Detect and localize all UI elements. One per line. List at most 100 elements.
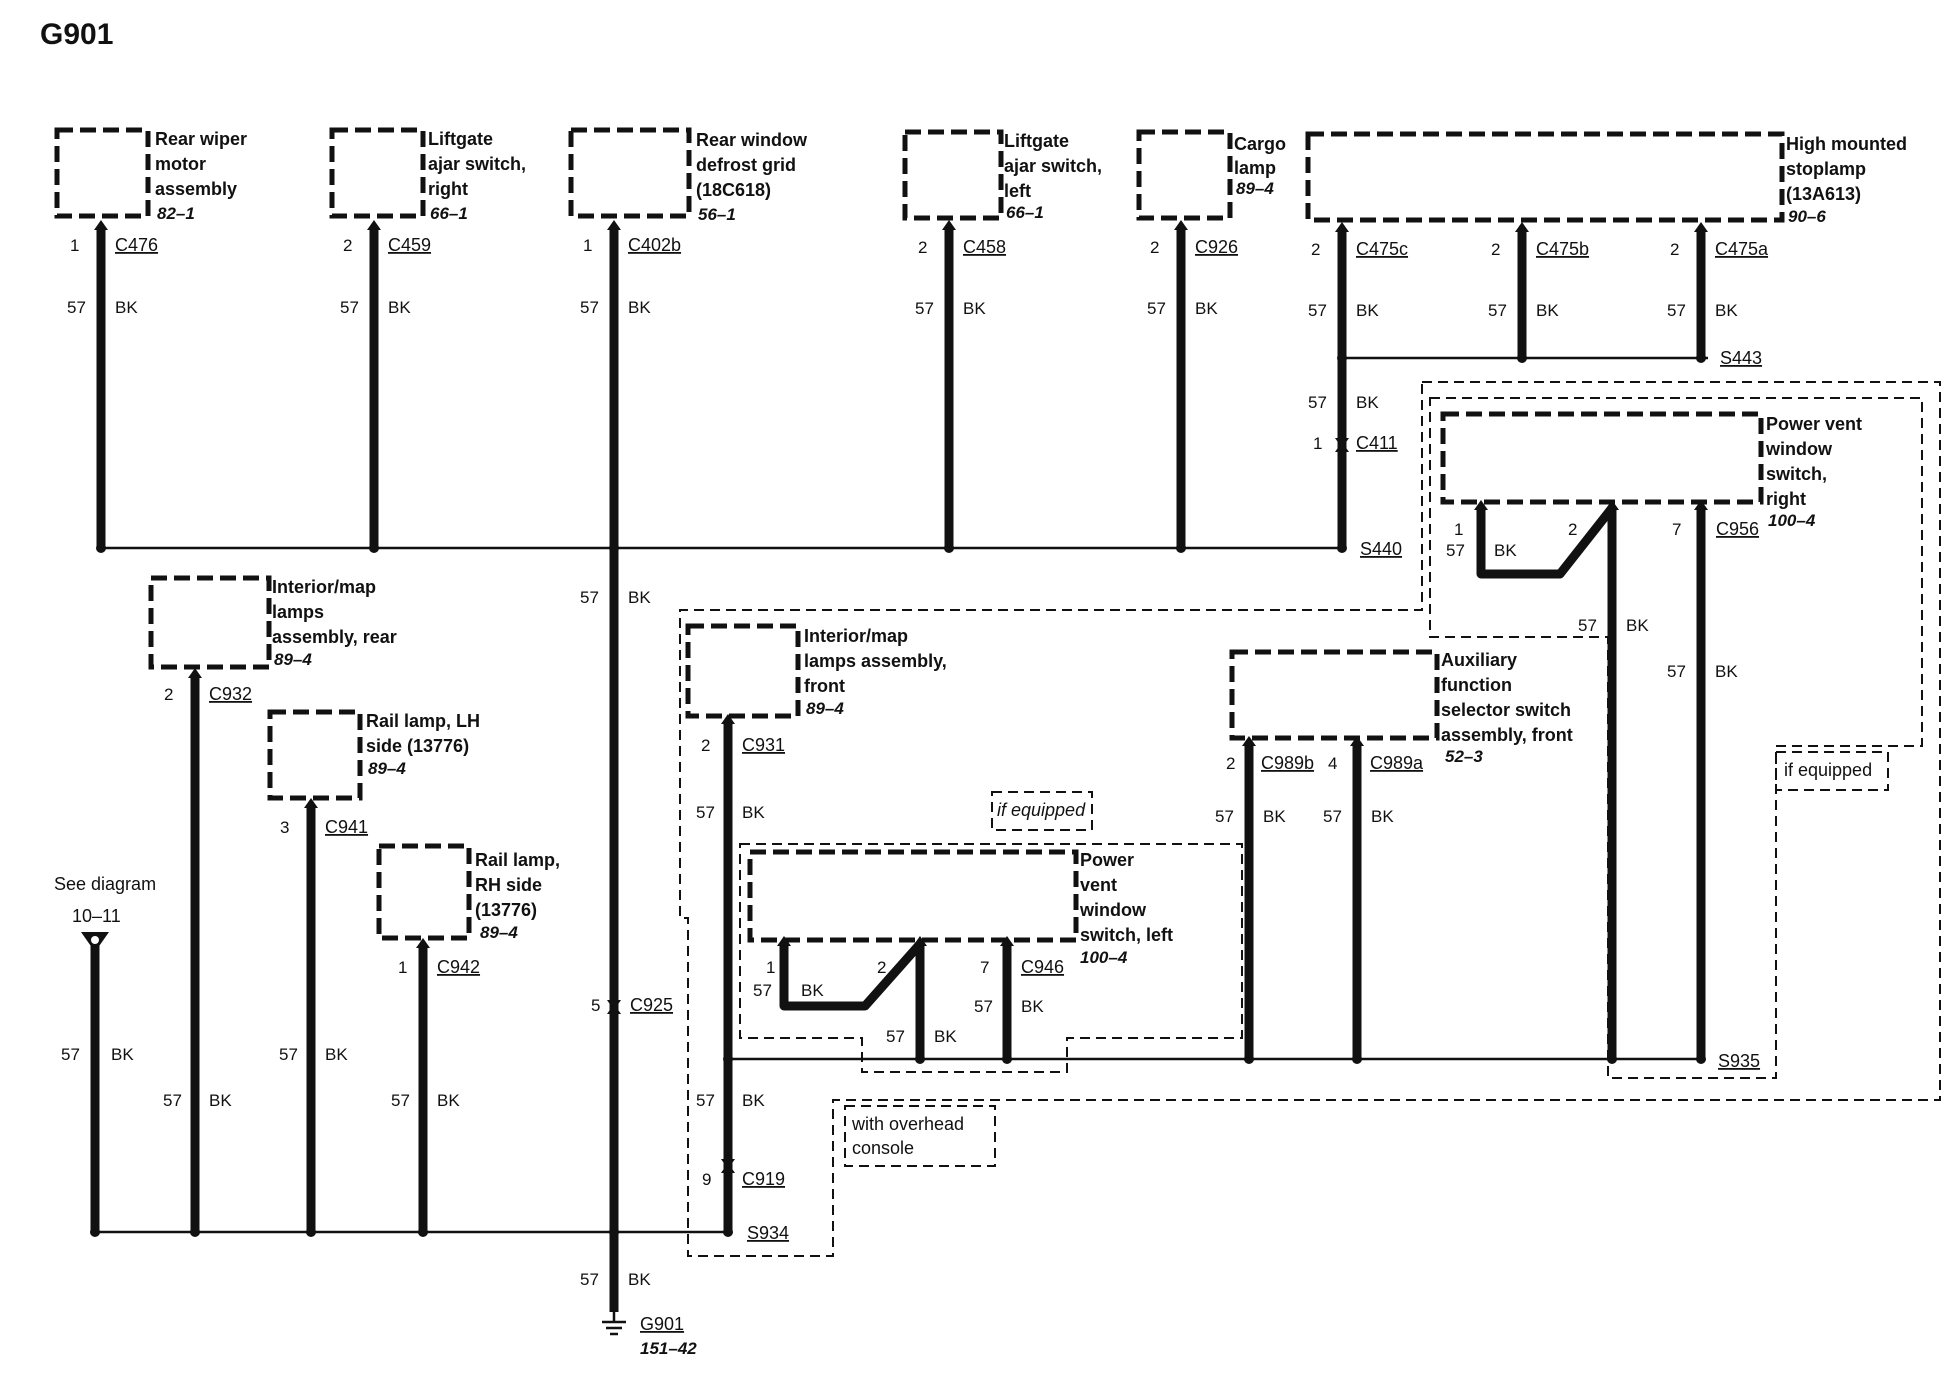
pin-arrow — [188, 668, 202, 678]
wire-labels: 57 BK 57 BK 57 BK 57 BK 57 BK 57 BK 57 B… — [61, 298, 1738, 1289]
splice-dot — [369, 543, 379, 553]
ground-ref: 151–42 — [640, 1339, 697, 1358]
splice-dot — [306, 1227, 316, 1237]
pin-arrow — [304, 798, 318, 808]
pin-number: 2 — [343, 236, 352, 255]
if-equipped-note: if equipped — [997, 800, 1086, 820]
connector-id: C946 — [1021, 957, 1064, 977]
splice-dot — [1696, 1054, 1706, 1064]
pin-arrow — [721, 714, 735, 724]
liftgate-right-box — [329, 127, 426, 219]
wire-color: BK — [115, 298, 138, 317]
wire-circuit: 57 — [580, 1270, 599, 1289]
rail-rh-ref: 89–4 — [480, 923, 518, 942]
see-diagram-ref: 10–11 — [72, 906, 121, 926]
splice-dot — [1607, 1054, 1617, 1064]
pv-right-ref: 100–4 — [1768, 511, 1816, 530]
wire-color: BK — [934, 1027, 957, 1046]
pin-number: 4 — [1328, 754, 1337, 773]
rail-lh-ref: 89–4 — [368, 759, 406, 778]
connector-id: C475a — [1715, 239, 1769, 259]
wire-color: BK — [1715, 301, 1738, 320]
wire-color: BK — [963, 299, 986, 318]
interior-rear-box — [148, 575, 272, 670]
splice-dot — [190, 1227, 200, 1237]
splice-dot — [1244, 1054, 1254, 1064]
rear-wiper-motor-box — [54, 127, 151, 219]
liftgate-right-ref: 66–1 — [430, 204, 468, 223]
connector-id: C926 — [1195, 237, 1238, 257]
diagram-title: G901 — [40, 18, 113, 51]
splice-dot — [1176, 543, 1186, 553]
wire-color: BK — [1494, 541, 1517, 560]
pin-arrow — [1335, 222, 1349, 232]
wire-circuit: 57 — [1667, 662, 1686, 681]
pin-number: 1 — [766, 958, 775, 977]
rear-defrost-box — [568, 127, 692, 219]
pin-number: 2 — [1670, 240, 1679, 259]
pin-number: 2 — [1311, 240, 1320, 259]
wire-circuit: 57 — [696, 803, 715, 822]
wire-color: BK — [628, 1270, 651, 1289]
pin-number: 2 — [1226, 754, 1235, 773]
pin-number: 5 — [591, 996, 600, 1015]
pin-arrow — [1694, 222, 1708, 232]
inline-arrow — [1335, 442, 1349, 452]
if-equipped-box-1 — [991, 791, 1093, 831]
splice-dot — [723, 1054, 733, 1064]
pin-arrow — [777, 936, 791, 946]
wire-circuit: 57 — [67, 298, 86, 317]
connector-id: C476 — [115, 235, 158, 255]
pin-number: 2 — [701, 736, 710, 755]
wire-circuit: 57 — [279, 1045, 298, 1064]
pin-arrow — [607, 220, 621, 230]
wire-color: BK — [111, 1045, 134, 1064]
connector-id: C956 — [1716, 519, 1759, 539]
liftgate-left-ref: 66–1 — [1006, 203, 1044, 222]
cargo-lamp-ref: 89–4 — [1236, 179, 1274, 198]
wire-circuit: 57 — [391, 1091, 410, 1110]
connector-id: C411 — [1356, 433, 1398, 453]
inline-arrow — [607, 1004, 621, 1014]
pin-arrow — [1350, 736, 1364, 746]
interior-rear-ref: 89–4 — [274, 650, 312, 669]
connector-id: C458 — [963, 237, 1006, 257]
connector-id: C475b — [1536, 239, 1589, 259]
pv-right-boundary — [1429, 397, 1923, 1079]
splice-dot — [418, 1227, 428, 1237]
wire-color: BK — [1715, 662, 1738, 681]
wire-circuit: 57 — [61, 1045, 80, 1064]
splice-s934: S934 — [747, 1223, 789, 1243]
wire-circuit: 57 — [1215, 807, 1234, 826]
connector-id: C989b — [1261, 753, 1314, 773]
connector-id: C459 — [388, 235, 431, 255]
splice-labels: S440 S443 S934 S935 — [747, 348, 1762, 1243]
splice-dot — [96, 543, 106, 553]
splice-dot — [915, 1054, 925, 1064]
splice-dot — [1337, 543, 1347, 553]
if-equipped-box-2 — [1775, 751, 1889, 791]
wire-color: BK — [628, 298, 651, 317]
pin-number: 2 — [1150, 238, 1159, 257]
connector-triangle-icon-ring — [91, 936, 99, 944]
connector-id: C931 — [742, 735, 785, 755]
pv-right-box — [1440, 411, 1764, 505]
wire-circuit: 57 — [753, 981, 772, 1000]
if-equipped-note: if equipped — [1784, 760, 1872, 780]
wire-circuit: 57 — [974, 997, 993, 1016]
pin-arrow — [913, 936, 927, 946]
pin-number: 7 — [980, 958, 989, 977]
splice-dot — [1352, 1054, 1362, 1064]
rail-lh-box — [267, 709, 363, 801]
wire-color: BK — [801, 981, 824, 1000]
wire-circuit: 57 — [580, 588, 599, 607]
rail-rh-label: Rail lamp,RH side(13776) — [475, 850, 560, 920]
